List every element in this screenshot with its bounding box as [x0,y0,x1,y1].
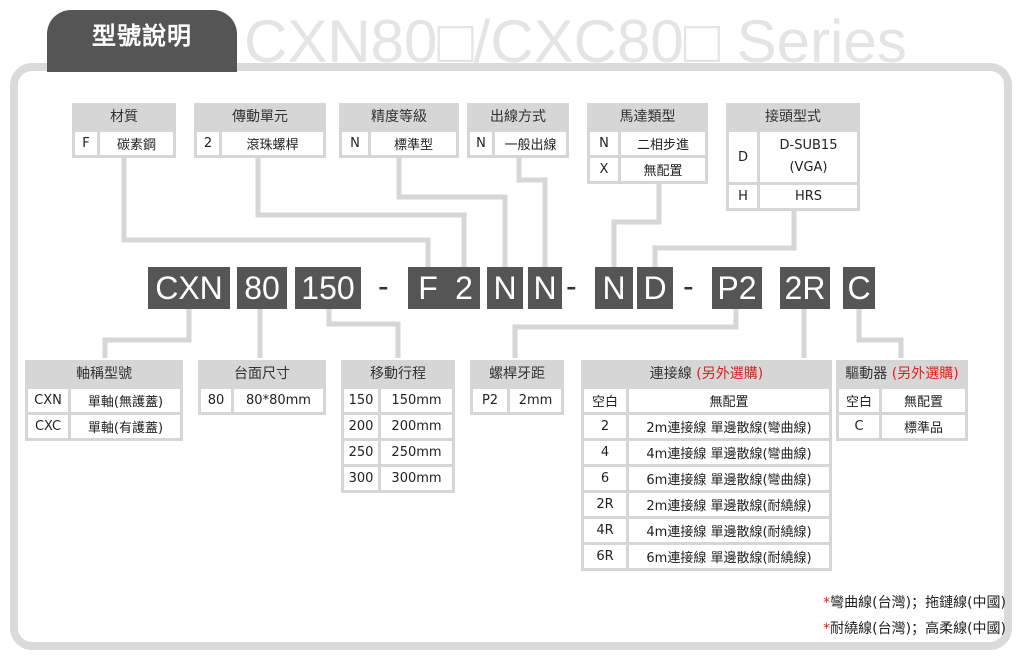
code-axis: CXN [148,267,230,309]
code-lead: P2 [712,267,762,309]
line-precision [396,157,508,267]
code-table-size: 80 [237,267,287,309]
table-header: 精度等級 [371,109,427,125]
table-header: 台面尺寸 [234,366,290,382]
outer-frame [10,63,1012,650]
code-transmission: 2 [448,267,480,309]
line-outlet [516,157,548,267]
table-header: 軸稱型號 [76,366,132,382]
footnote-bending: *彎曲線(台灣)；拖鏈線(中國) [823,595,1006,611]
line-motor [611,183,662,267]
table-header: 連接線 (另外選購) [649,366,764,382]
line-material [121,157,431,267]
line-transmission [255,157,467,267]
table-header: 出線方式 [490,109,546,125]
code-dash: - [683,268,694,304]
code-motor: N [595,267,633,309]
table-header: 馬達類型 [619,109,676,125]
line-lead [512,309,739,358]
table-header: 移動行程 [370,366,426,382]
code-cable: 2R [780,267,830,309]
code-connector: D [637,267,673,309]
line-connector [652,209,797,267]
code-dash: - [566,268,577,304]
table-row: 空白無配置 [584,389,829,412]
table-header: 傳動單元 [232,109,288,125]
table-header: 驅動器 (另外選購) [845,366,959,382]
page-title: 型號說明 [47,10,237,72]
table-header: 螺桿牙距 [489,366,545,382]
line-axis [102,309,192,358]
code-stroke: 150 [295,267,361,309]
code-precision: N [487,267,523,309]
line-stroke [326,309,401,358]
table-header: 材質 [110,109,138,125]
line-driver [856,309,904,358]
code-material: F [408,267,448,309]
table-row: 空白無配置 [839,389,965,412]
code-outlet: N [528,267,562,309]
table-header: 接頭型式 [765,109,821,125]
code-dash: - [378,268,389,304]
footnote-flex: *耐繞線(台灣)；高柔線(中國) [823,621,1006,637]
code-driver: C [843,267,875,309]
series-heading: CXN80□/CXC80□ Series [244,8,907,75]
